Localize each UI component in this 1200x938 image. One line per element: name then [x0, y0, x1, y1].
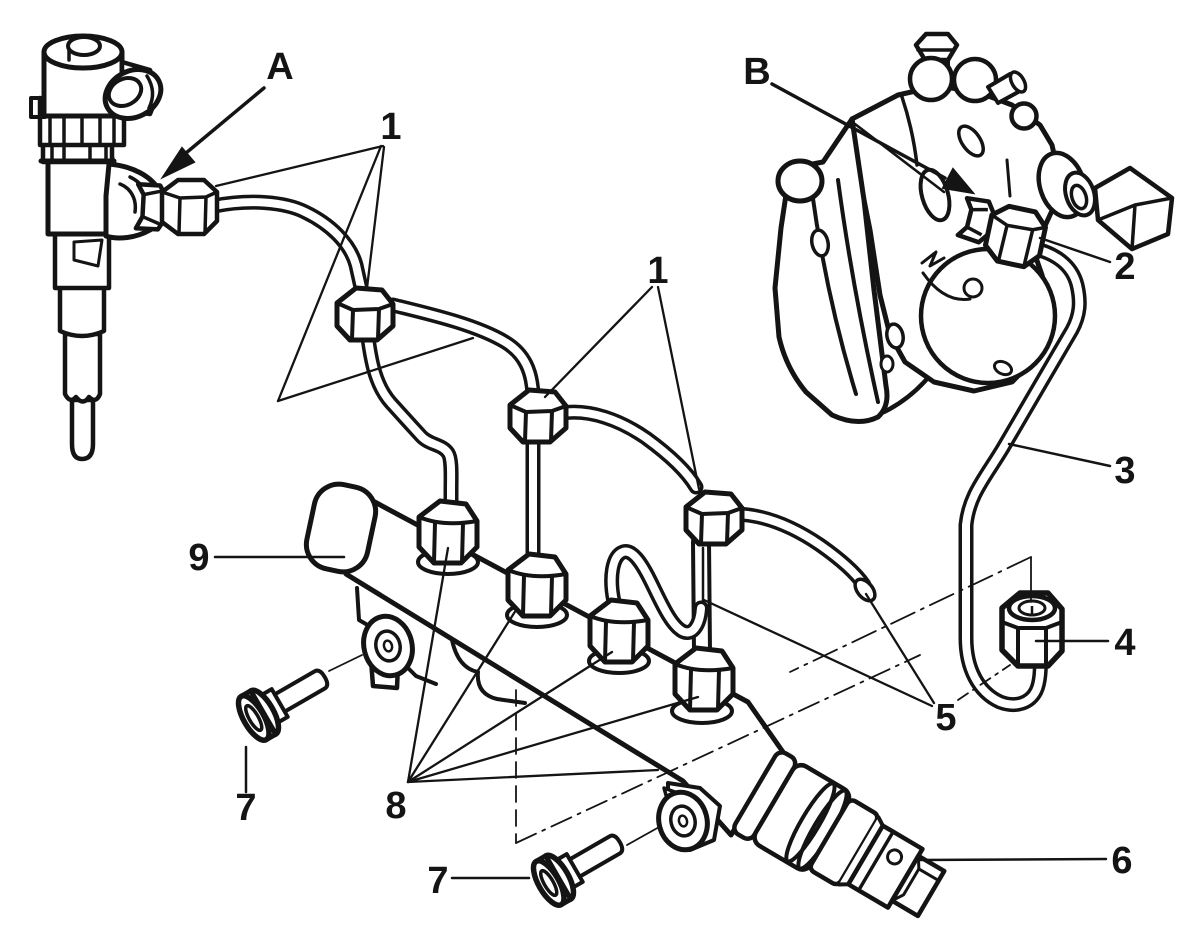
svg-text:7: 7 — [427, 860, 448, 902]
svg-text:5: 5 — [935, 697, 956, 739]
svg-text:1: 1 — [647, 250, 668, 292]
svg-text:4: 4 — [1114, 622, 1135, 664]
svg-text:B: B — [743, 51, 770, 93]
svg-text:3: 3 — [1114, 450, 1135, 492]
svg-text:8: 8 — [385, 785, 406, 827]
svg-text:9: 9 — [188, 537, 209, 579]
svg-text:2: 2 — [1114, 246, 1135, 288]
svg-text:1: 1 — [380, 106, 401, 148]
svg-text:7: 7 — [235, 787, 256, 829]
svg-text:A: A — [266, 46, 293, 88]
svg-text:6: 6 — [1111, 840, 1132, 882]
